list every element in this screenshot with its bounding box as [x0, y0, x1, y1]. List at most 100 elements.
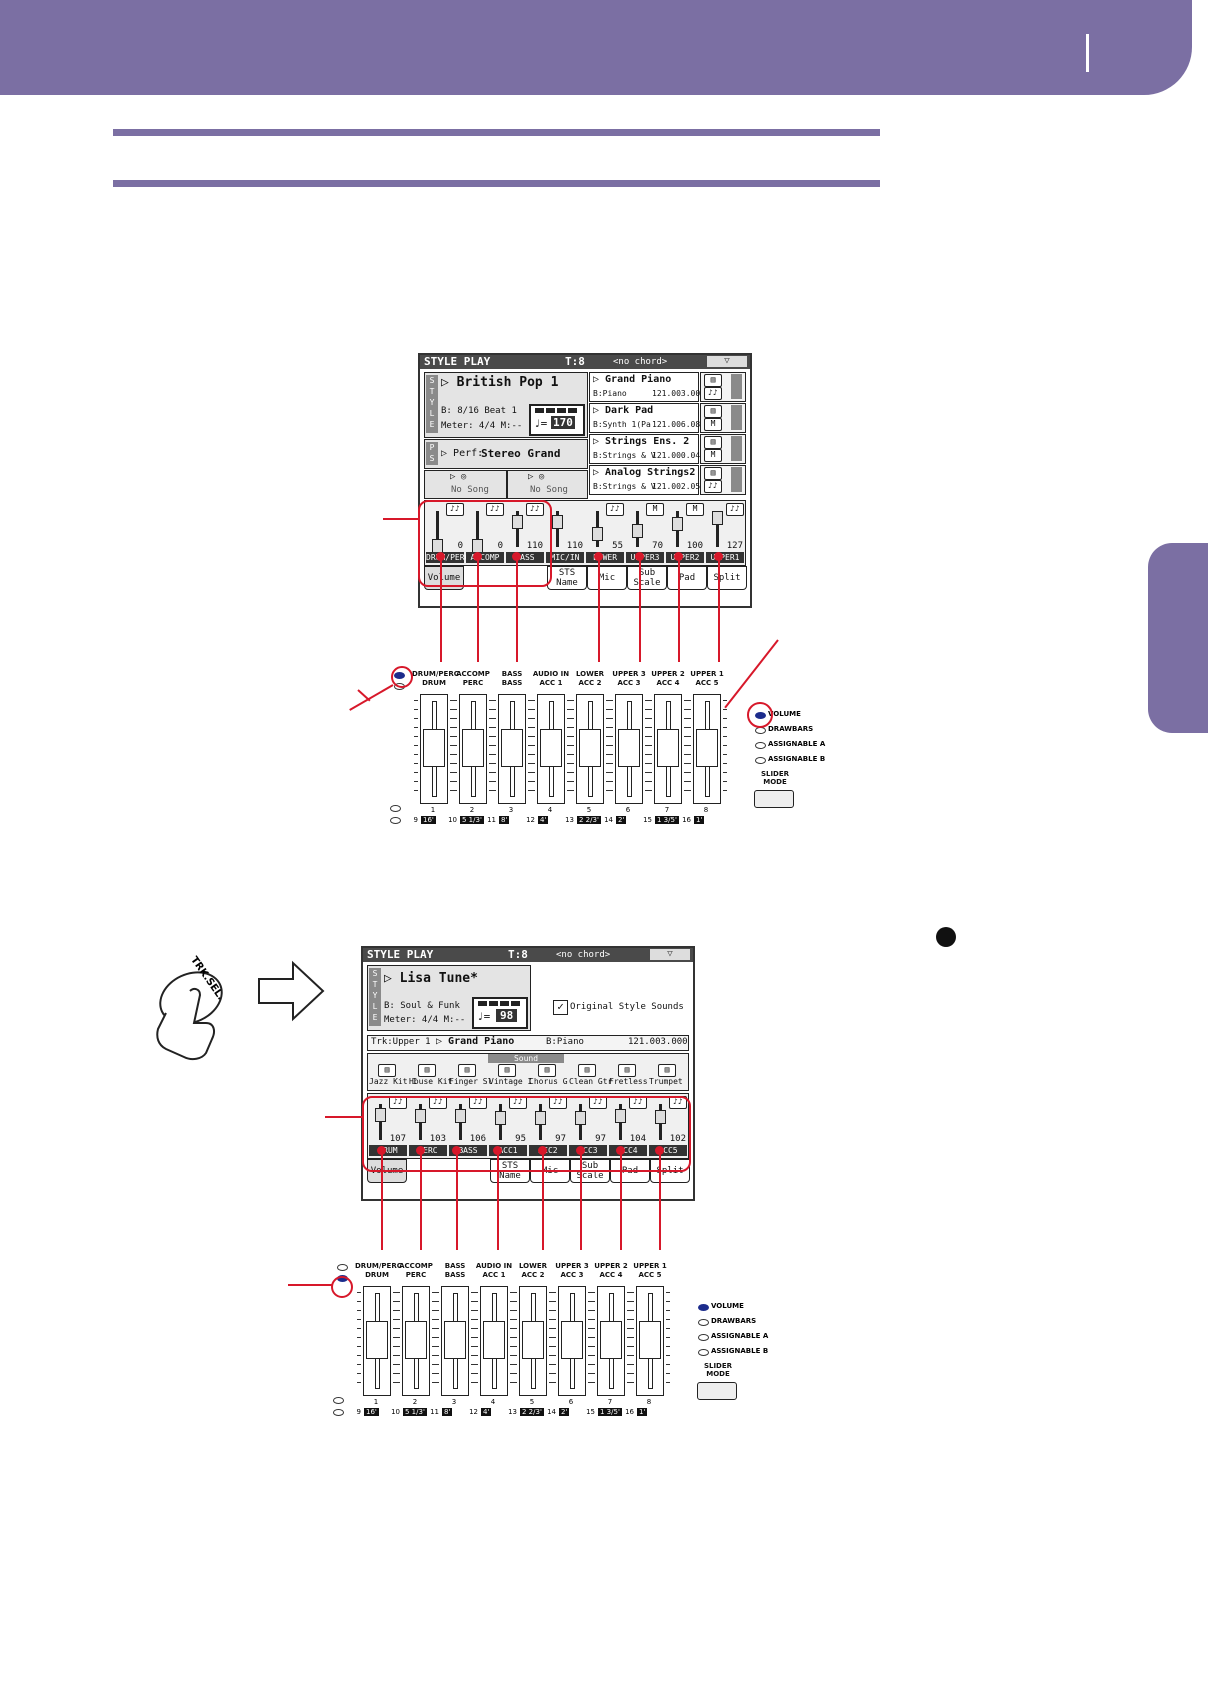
channel-name[interactable]: PERC [409, 1145, 447, 1156]
channel-name[interactable]: ACC1 [489, 1145, 527, 1156]
sound-name[interactable]: Trumpet [649, 1077, 683, 1086]
sound-name[interactable]: Fretless [609, 1077, 648, 1086]
slider-knob[interactable] [522, 1321, 544, 1359]
slider-knob[interactable] [540, 729, 562, 767]
channel-strip-2[interactable]: ♪♪0 [465, 503, 505, 563]
hardware-slider-6[interactable] [615, 694, 643, 804]
channel-strip-3[interactable]: ♪♪106 [448, 1096, 488, 1156]
sound-name[interactable]: House Kit [409, 1077, 453, 1086]
fader-knob[interactable] [632, 523, 643, 538]
slider-knob[interactable] [501, 729, 523, 767]
hardware-slider-3[interactable] [498, 694, 526, 804]
channel-strip-5[interactable]: ♪♪97 [528, 1096, 568, 1156]
original-style-sounds-checkbox[interactable]: ✓ [553, 1000, 568, 1015]
slider-mode-button[interactable] [754, 790, 794, 808]
sound-slot-icons[interactable]: ▥M [700, 434, 746, 464]
fader-knob[interactable] [672, 516, 683, 531]
channel-strip-1[interactable]: ♪♪107 [368, 1096, 408, 1156]
sound-name[interactable]: Clean Gtr [569, 1077, 613, 1086]
menu-dropdown-icon[interactable]: ▽ [650, 949, 690, 960]
hardware-slider-7[interactable] [597, 1286, 625, 1396]
channel-name[interactable]: ACC4 [609, 1145, 647, 1156]
slider-knob[interactable] [561, 1321, 583, 1359]
hardware-slider-5[interactable] [576, 694, 604, 804]
hardware-slider-4[interactable] [480, 1286, 508, 1396]
slider-knob[interactable] [579, 729, 601, 767]
song-player-1[interactable]: ▷ ◎ No Song [424, 470, 507, 499]
channel-name[interactable]: UPPER2 [666, 552, 704, 563]
slider-knob[interactable] [657, 729, 679, 767]
slider-knob[interactable] [600, 1321, 622, 1359]
channel-name[interactable]: ACC5 [649, 1145, 687, 1156]
channel-name[interactable]: DRUM [369, 1145, 407, 1156]
slider-knob[interactable] [639, 1321, 661, 1359]
channel-name[interactable]: BASS [449, 1145, 487, 1156]
channel-strip-1[interactable]: ♪♪0 [425, 503, 465, 563]
fader-knob[interactable] [712, 511, 723, 525]
sound-slot-icons[interactable]: ▥♪♪ [700, 465, 746, 495]
channel-name[interactable]: BASS [506, 552, 544, 563]
menu-dropdown-icon[interactable]: ▽ [707, 356, 747, 367]
fader-knob[interactable] [455, 1108, 466, 1123]
hardware-slider-4[interactable] [537, 694, 565, 804]
slider-knob[interactable] [483, 1321, 505, 1359]
sound-slot-icons[interactable]: ▥♪♪ [700, 372, 746, 402]
hardware-slider-7[interactable] [654, 694, 682, 804]
tab-split[interactable]: Split [707, 566, 747, 590]
tab-sub-scale[interactable]: Sub Scale [627, 566, 667, 590]
slider-knob[interactable] [423, 729, 445, 767]
channel-strip-8[interactable]: ♪♪127 [705, 503, 745, 563]
channel-name[interactable]: UPPER1 [706, 552, 744, 563]
slider-mode-button[interactable] [697, 1382, 737, 1400]
fader-knob[interactable] [375, 1108, 386, 1123]
tempo-box[interactable]: ♩= 98 [472, 997, 528, 1029]
channel-name[interactable]: DRUM/PERC [426, 552, 470, 563]
channel-name[interactable]: UPPER3 [626, 552, 664, 563]
track-info-bar[interactable]: Trk:Upper 1 ▷ Grand Piano B:Piano 121.00… [367, 1035, 689, 1051]
slider-knob[interactable] [444, 1321, 466, 1359]
fader-knob[interactable] [615, 1109, 626, 1124]
slider-knob[interactable] [618, 729, 640, 767]
channel-strip-5[interactable]: ♪♪55 [585, 503, 625, 563]
channel-name[interactable]: LOWER [586, 552, 624, 563]
channel-strip-7[interactable]: ♪♪104 [608, 1096, 648, 1156]
fader-knob[interactable] [495, 1111, 506, 1125]
channel-strip-4[interactable]: 110 [545, 503, 585, 563]
fader-knob[interactable] [575, 1110, 586, 1125]
fader-knob[interactable] [655, 1109, 666, 1124]
sound-name[interactable]: Vintage I [489, 1077, 533, 1086]
hardware-slider-3[interactable] [441, 1286, 469, 1396]
channel-name[interactable]: ACC2 [529, 1145, 567, 1156]
slider-knob[interactable] [462, 729, 484, 767]
slider-knob[interactable] [366, 1321, 388, 1359]
fader-knob[interactable] [592, 526, 603, 541]
fader-knob[interactable] [512, 514, 523, 529]
fader-knob[interactable] [535, 1110, 546, 1125]
hardware-slider-2[interactable] [402, 1286, 430, 1396]
song-player-2[interactable]: ▷ ◎ No Song [507, 470, 588, 499]
sound-slot-icons[interactable]: ▥M [700, 403, 746, 433]
hardware-slider-5[interactable] [519, 1286, 547, 1396]
channel-name[interactable]: MIC/IN [546, 552, 584, 563]
slider-knob[interactable] [696, 729, 718, 767]
channel-strip-2[interactable]: ♪♪103 [408, 1096, 448, 1156]
slider-knob[interactable] [405, 1321, 427, 1359]
fader-knob[interactable] [552, 514, 563, 529]
hardware-slider-2[interactable] [459, 694, 487, 804]
hardware-slider-1[interactable] [420, 694, 448, 804]
hardware-slider-6[interactable] [558, 1286, 586, 1396]
channel-strip-3[interactable]: ♪♪110 [505, 503, 545, 563]
sound-name[interactable]: Jazz Kit I [369, 1077, 418, 1086]
sound-name[interactable]: Finger Sl [449, 1077, 493, 1086]
tab-pad[interactable]: Pad [667, 566, 707, 590]
hardware-slider-8[interactable] [693, 694, 721, 804]
tab-mic[interactable]: Mic [587, 566, 627, 590]
